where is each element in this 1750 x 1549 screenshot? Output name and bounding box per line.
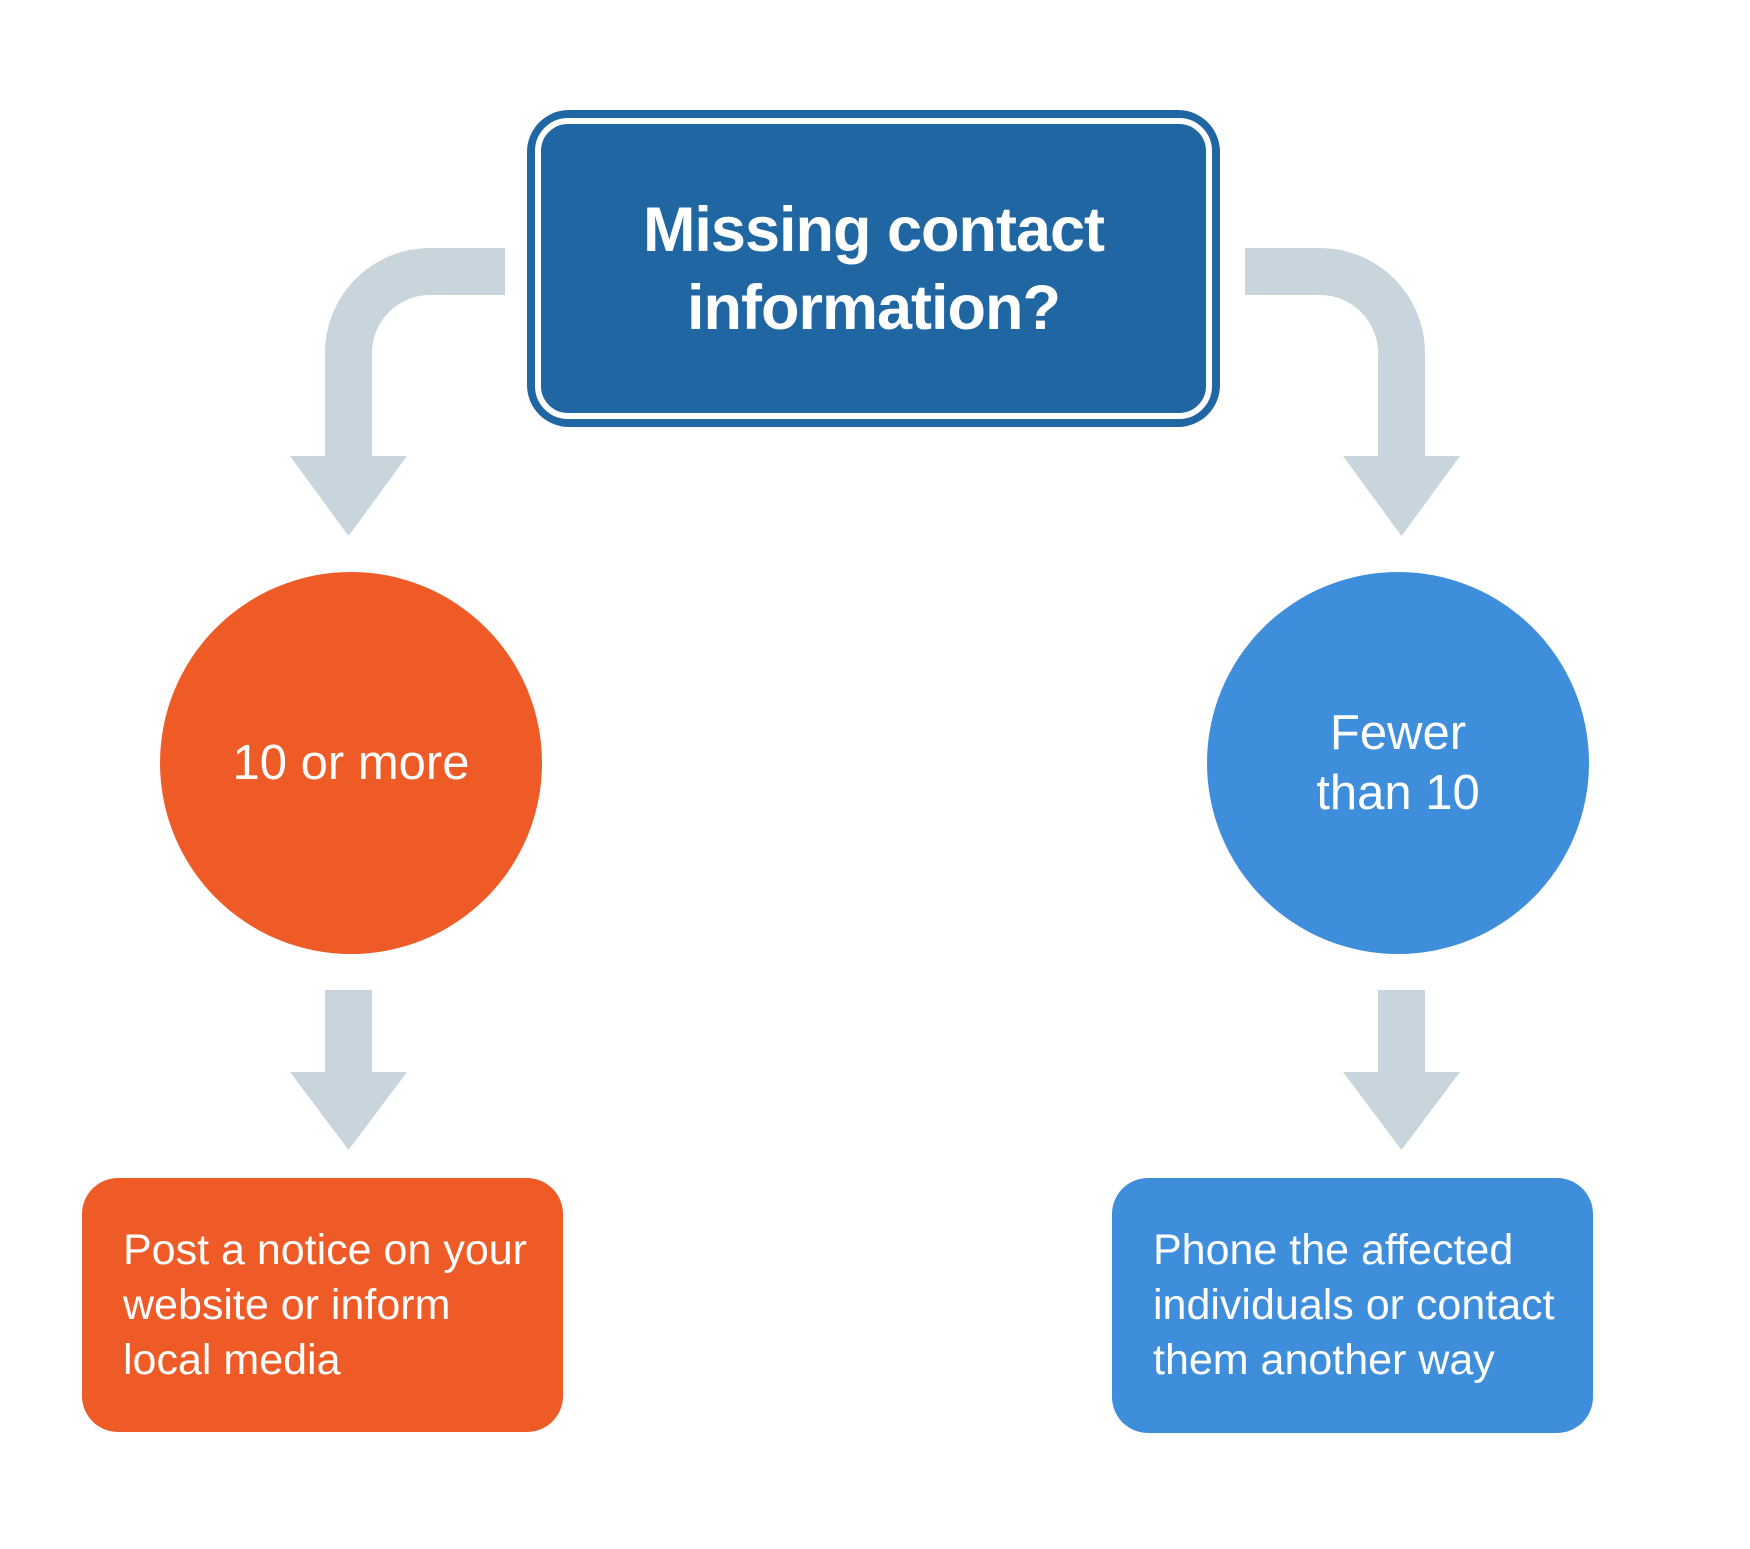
left-branch-elbow-arrow	[290, 248, 505, 536]
action-text-left: Post a notice on your website or inform …	[123, 1225, 527, 1384]
left-elbow-arrow-shaft	[325, 248, 505, 462]
condition-circle-10-or-more: 10 or more	[160, 572, 542, 954]
condition-label-right: Fewer than 10	[1316, 706, 1480, 820]
right-elbow-arrowhead-icon	[1343, 456, 1460, 536]
left-elbow-arrowhead-icon	[290, 456, 407, 536]
decision-title-text: Missing contact information?	[642, 194, 1105, 343]
decision-title-box: Missing contact information?	[527, 110, 1220, 427]
action-text-right: Phone the affected individuals or contac…	[1153, 1226, 1555, 1384]
condition-label-left: 10 or more	[232, 736, 470, 790]
right-elbow-arrow-shaft	[1245, 248, 1425, 462]
right-branch-elbow-arrow	[1245, 248, 1460, 536]
right-down-arrow	[1343, 990, 1460, 1150]
condition-circle-fewer-than-10: Fewer than 10	[1207, 572, 1589, 954]
left-down-arrow	[290, 990, 407, 1150]
action-box-left: Post a notice on your website or inform …	[82, 1178, 563, 1432]
left-down-arrowhead-icon	[290, 1072, 407, 1150]
action-box-right: Phone the affected individuals or contac…	[1112, 1178, 1593, 1433]
right-down-arrowhead-icon	[1343, 1072, 1460, 1150]
